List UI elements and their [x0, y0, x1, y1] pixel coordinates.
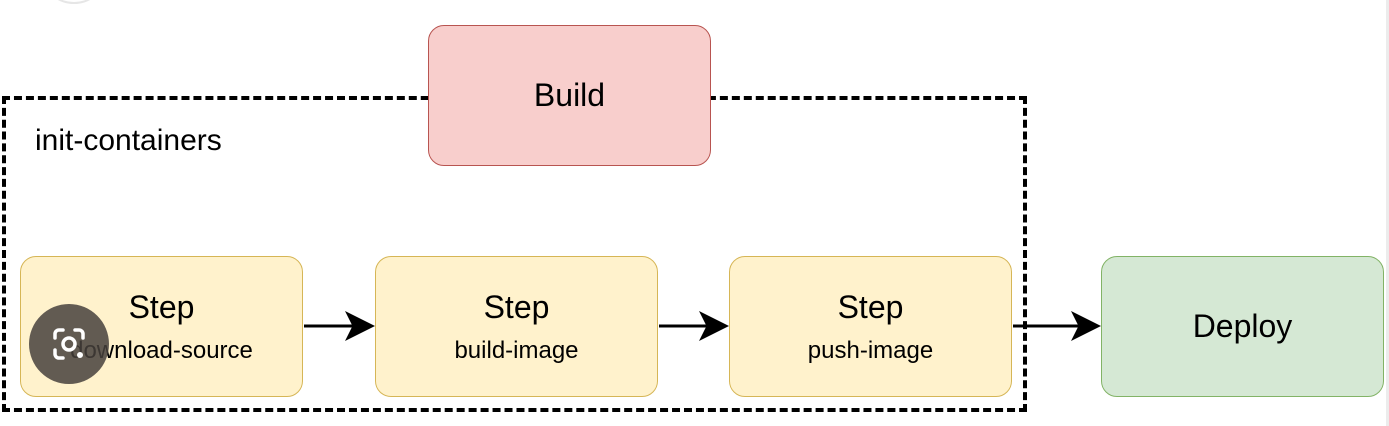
- group-label: init-containers: [35, 124, 222, 157]
- step-push-image-node: Step push-image: [729, 256, 1012, 397]
- right-border: [1386, 0, 1389, 426]
- deploy-node: Deploy: [1101, 256, 1384, 397]
- step-build-image-node: Step build-image: [375, 256, 658, 397]
- step-title: Step: [483, 288, 550, 325]
- lens-camera-icon[interactable]: [29, 304, 109, 384]
- step-subtitle: push-image: [807, 336, 934, 364]
- deploy-label: Deploy: [1192, 308, 1293, 344]
- step-title: Step: [128, 288, 195, 325]
- step-title: Step: [837, 288, 904, 325]
- lens-camera-glyph: [53, 328, 85, 360]
- step-subtitle: build-image: [454, 336, 579, 364]
- build-node: Build: [428, 25, 711, 166]
- build-label: Build: [533, 77, 606, 113]
